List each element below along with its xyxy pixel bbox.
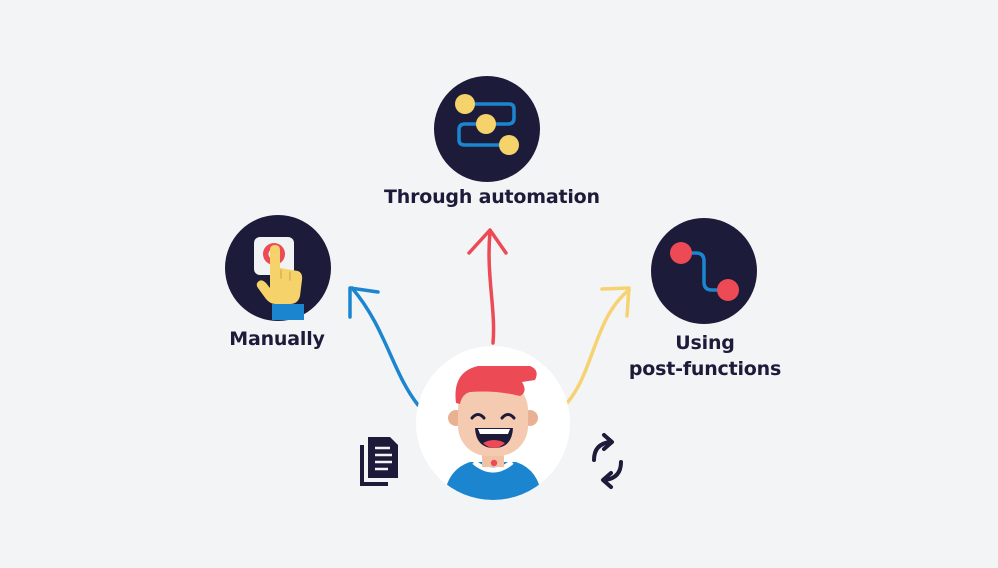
label-using-line1: Using xyxy=(675,332,735,354)
sync-arrows-icon xyxy=(592,433,623,489)
automation-icon xyxy=(434,76,540,182)
arrow-to-manually xyxy=(348,286,420,407)
arrow-to-automation xyxy=(467,228,508,345)
arrow-to-post-functions xyxy=(565,286,631,405)
label-using-post-functions: Using post-functions xyxy=(620,330,790,382)
documents-icon xyxy=(360,437,398,486)
label-through-automation: Through automation xyxy=(384,186,600,208)
label-using-line2: post-functions xyxy=(628,358,782,380)
finger-press-button-icon xyxy=(225,215,331,321)
transition-nodes-icon xyxy=(651,218,757,324)
label-manually: Manually xyxy=(229,328,325,350)
smiling-person-avatar xyxy=(416,346,570,500)
